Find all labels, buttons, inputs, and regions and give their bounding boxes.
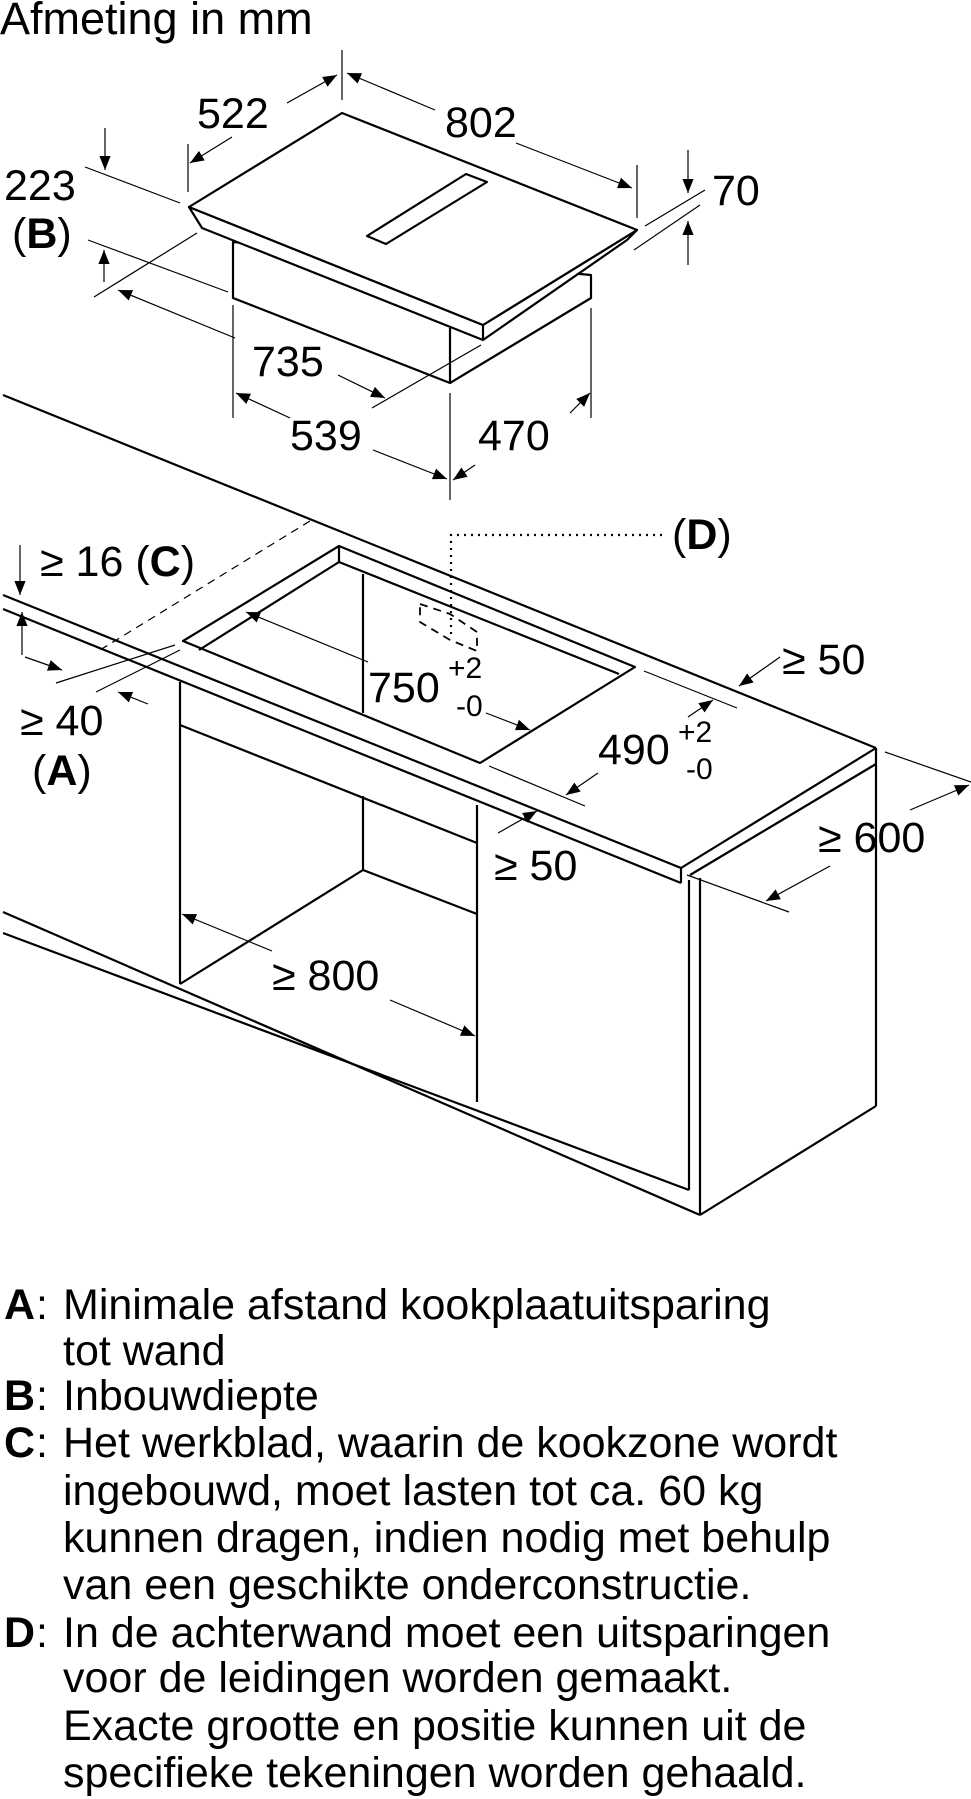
hob-dimension-lines bbox=[84, 50, 706, 500]
cutout-dimension-lines bbox=[14, 520, 971, 1037]
oven-niche-top bbox=[179, 723, 478, 845]
arrow-back-50 bbox=[738, 656, 781, 687]
arrow-600 bbox=[909, 784, 970, 811]
rear-wall-recess-outline bbox=[419, 602, 478, 653]
arrow-front-50 bbox=[497, 810, 538, 834]
legend-colon: : bbox=[36, 1609, 48, 1657]
arrow-522 bbox=[286, 74, 338, 104]
recess-leader-line bbox=[449, 533, 666, 634]
dim-label-800: ≥ 800 bbox=[272, 952, 379, 1000]
legend-c-line: ingebouwd, moet lasten tot ca. 60 kg bbox=[63, 1467, 763, 1515]
dim-label-490-tol-minus: -0 bbox=[686, 753, 713, 786]
dim-label-470: 470 bbox=[478, 412, 550, 460]
arrow-490 bbox=[687, 699, 714, 718]
arrow-800 bbox=[181, 913, 273, 952]
legend-letter-a: A bbox=[4, 1281, 35, 1329]
dim-label-522: 522 bbox=[197, 90, 269, 138]
dim-label-16-c: ≥ 16 (C) bbox=[40, 538, 195, 586]
legend-letter-b: B bbox=[4, 1372, 35, 1420]
legend-c-line: kunnen dragen, indien nodig met behulp bbox=[63, 1514, 830, 1562]
arrow-539 bbox=[235, 392, 291, 419]
legend-c-line: van een geschikte onderconstructie. bbox=[63, 1561, 751, 1609]
cabinet-drawing bbox=[2, 393, 878, 1217]
legend-d-line: voor de leidingen worden gemaakt. bbox=[63, 1654, 732, 1702]
dim-label-ref-a: (A) bbox=[32, 747, 92, 795]
dim-label-223: 223 bbox=[4, 162, 76, 210]
dim-label-490: 490 bbox=[598, 726, 670, 774]
worktop-back-edge bbox=[2, 393, 877, 750]
worktop-cutout bbox=[181, 544, 637, 765]
dim-label-735: 735 bbox=[252, 338, 324, 386]
legend-c-line: Het werkblad, waarin de kookzone wordt bbox=[63, 1419, 837, 1467]
page-title: Afmeting in mm bbox=[0, 0, 313, 44]
legend-colon: : bbox=[36, 1372, 48, 1420]
legend: A : Minimale afstand kookplaatuitsparing… bbox=[4, 1281, 837, 1797]
dim-label-40: ≥ 40 bbox=[20, 697, 103, 745]
dim-label-750: 750 bbox=[368, 664, 440, 712]
dim-label-ref-d: (D) bbox=[672, 511, 732, 559]
legend-colon: : bbox=[36, 1281, 48, 1329]
legend-a-line: tot wand bbox=[63, 1327, 226, 1375]
legend-letter-c: C bbox=[4, 1419, 35, 1467]
legend-d-line: specifieke tekeningen worden gehaald. bbox=[63, 1749, 806, 1797]
legend-letter-d: D bbox=[4, 1609, 35, 1657]
dim-label-back-50: ≥ 50 bbox=[782, 636, 865, 684]
arrow-40 bbox=[24, 656, 63, 671]
hob-drawing bbox=[187, 111, 639, 385]
dim-label-750-tol-plus: +2 bbox=[448, 652, 482, 685]
dim-label-539: 539 bbox=[290, 412, 362, 460]
legend-colon: : bbox=[36, 1419, 48, 1467]
arrow-750 bbox=[245, 611, 369, 663]
worktop-front-edge bbox=[2, 593, 682, 870]
dim-label-ref-b: (B) bbox=[12, 210, 72, 258]
dim-label-490-tol-plus: +2 bbox=[678, 716, 712, 749]
arrow-470 bbox=[569, 392, 591, 414]
worktop-underside-edge bbox=[2, 607, 682, 885]
hob-vent-slot bbox=[365, 172, 489, 246]
dim-label-600: ≥ 600 bbox=[818, 814, 925, 862]
arrow-802 bbox=[346, 72, 436, 111]
arrow-735 bbox=[117, 289, 236, 339]
dim-label-70: 70 bbox=[712, 167, 760, 215]
dim-label-front-50: ≥ 50 bbox=[494, 842, 577, 890]
legend-d-line: Exacte grootte en positie kunnen uit de bbox=[63, 1702, 806, 1750]
legend-d-line: In de achterwand moet een uitsparingen bbox=[63, 1609, 830, 1657]
dim-label-802: 802 bbox=[445, 99, 517, 147]
dim-label-750-tol-minus: -0 bbox=[456, 690, 483, 723]
legend-b-line: Inbouwdiepte bbox=[63, 1372, 319, 1420]
legend-a-line: Minimale afstand kookplaatuitsparing bbox=[63, 1281, 771, 1329]
